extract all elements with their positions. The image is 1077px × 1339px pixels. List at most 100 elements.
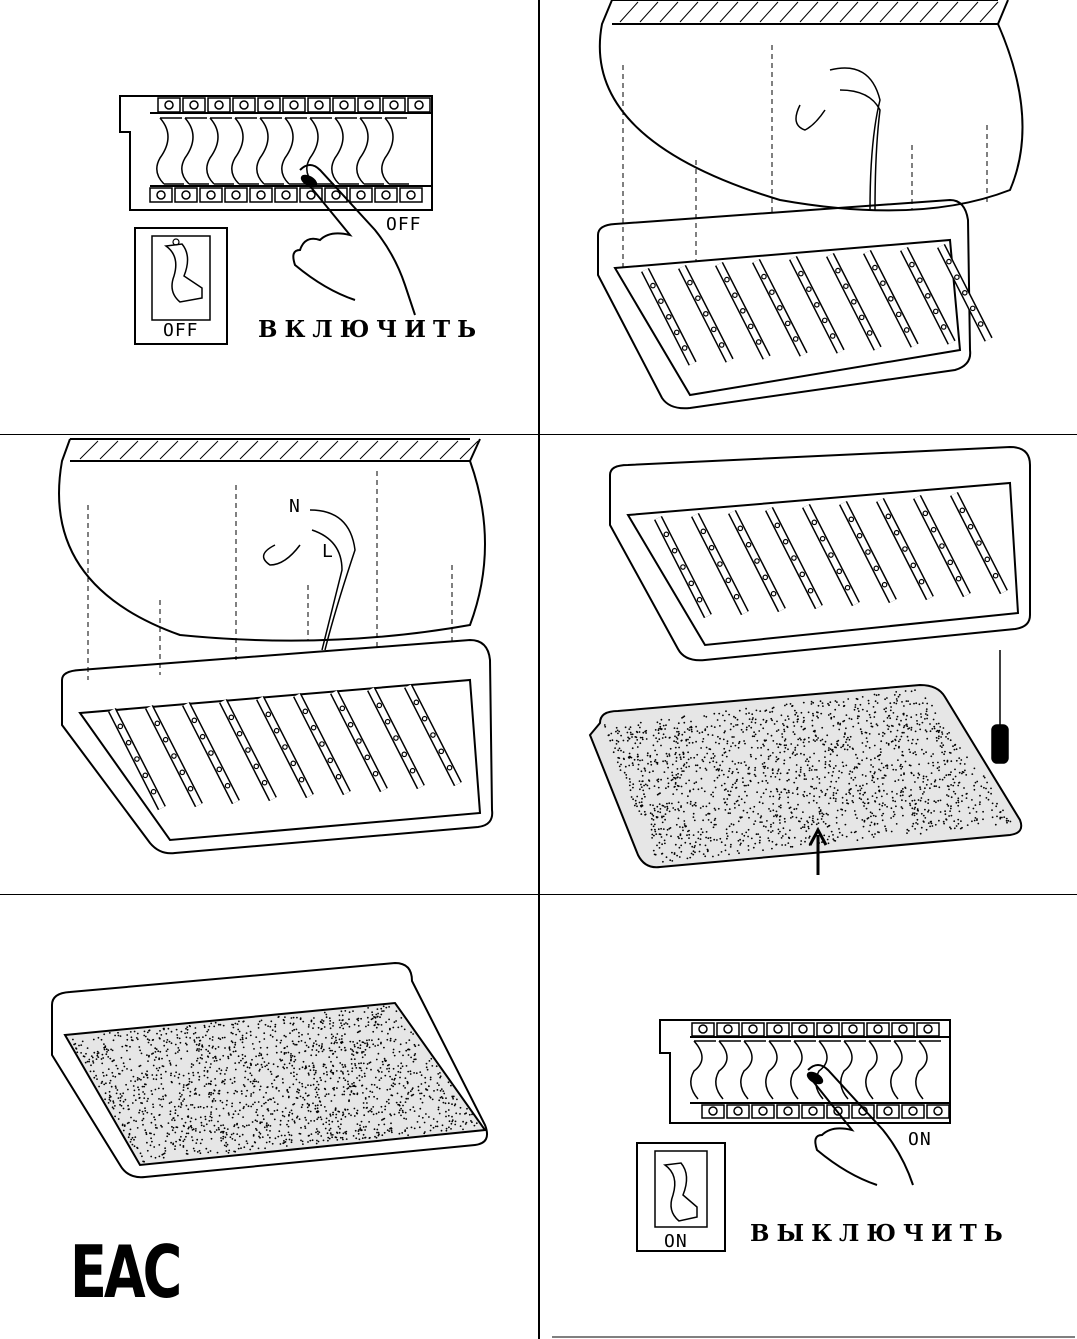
diffuser-texture-dot xyxy=(93,1076,96,1079)
diffuser-texture-dot xyxy=(302,1020,305,1023)
diffuser-texture-dot xyxy=(325,1013,328,1016)
diffuser-texture-dot xyxy=(146,1031,149,1034)
diffuser-texture-dot xyxy=(299,1133,302,1135)
diffuser-texture-dot xyxy=(919,832,922,835)
diffuser-texture-dot xyxy=(300,1040,303,1042)
diffuser-texture-dot xyxy=(448,1120,451,1123)
diffuser-texture-dot xyxy=(362,1102,365,1104)
diffuser-texture-dot xyxy=(644,813,647,816)
diffuser-texture-dot xyxy=(178,1138,181,1141)
diffuser-texture-dot xyxy=(710,725,713,727)
diffuser-texture-dot xyxy=(878,768,880,771)
diffuser-texture-dot xyxy=(829,760,831,762)
diffuser-texture-dot xyxy=(254,1141,257,1144)
diffuser-texture-dot xyxy=(144,1107,146,1110)
diffuser-texture-dot xyxy=(892,768,895,771)
diffuser-texture-dot xyxy=(329,1049,332,1052)
diffuser-texture-dot xyxy=(914,689,916,691)
diffuser-texture-dot xyxy=(832,750,834,753)
diffuser-texture-dot xyxy=(672,793,675,795)
led-chip xyxy=(828,552,834,558)
diffuser-texture-dot xyxy=(362,1106,365,1109)
diffuser-texture-dot xyxy=(784,747,787,749)
diffuser-texture-dot xyxy=(377,1044,379,1047)
diffuser-texture-dot xyxy=(241,1057,244,1060)
diffuser-texture-dot xyxy=(423,1094,426,1097)
diffuser-texture-dot xyxy=(909,703,911,705)
diffuser-texture-dot xyxy=(933,800,936,803)
diffuser-texture-dot xyxy=(639,742,642,745)
diffuser-texture-dot xyxy=(346,1023,349,1025)
diffuser-texture-dot xyxy=(90,1064,92,1067)
diffuser-texture-dot xyxy=(722,773,725,776)
diffuser-texture-dot xyxy=(258,1052,261,1055)
diffuser-texture-dot xyxy=(954,775,957,778)
diffuser-texture-dot xyxy=(651,817,653,820)
diffuser-texture-dot xyxy=(913,808,916,810)
diffuser-texture-dot xyxy=(153,1116,156,1119)
diffuser-texture-dot xyxy=(342,1077,345,1080)
breaker-switch xyxy=(381,117,409,185)
diffuser-texture-dot xyxy=(915,742,918,745)
diffuser-texture-dot xyxy=(922,752,925,755)
diffuser-texture-dot xyxy=(677,835,679,838)
diffuser-texture-dot xyxy=(879,748,882,750)
diffuser-texture-dot xyxy=(400,1107,402,1110)
diffuser-texture-dot xyxy=(222,1135,225,1138)
diffuser-texture-dot xyxy=(380,1042,382,1045)
diffuser-texture-dot xyxy=(249,1062,252,1065)
diffuser-texture-dot xyxy=(898,745,900,748)
diffuser-texture-dot xyxy=(931,728,934,730)
breaker-switch xyxy=(690,1040,716,1100)
diffuser-texture-dot xyxy=(827,702,829,705)
diffuser-texture-dot xyxy=(664,818,666,821)
diffuser-texture-dot xyxy=(251,1058,253,1061)
diffuser-texture-dot xyxy=(191,1139,194,1142)
diffuser-texture-dot xyxy=(147,1041,150,1044)
diffuser-texture-dot xyxy=(193,1039,196,1042)
diffuser-texture-dot xyxy=(175,1140,178,1143)
diffuser-texture-dot xyxy=(233,1046,236,1049)
diffuser-texture-dot xyxy=(840,771,843,774)
diffuser-texture-dot xyxy=(273,1118,276,1121)
diffuser-texture-dot xyxy=(365,1067,368,1070)
step-4-panel xyxy=(540,435,1077,894)
diffuser-texture-dot xyxy=(771,719,773,722)
diffuser-texture-dot xyxy=(159,1104,162,1106)
diffuser-texture-dot xyxy=(110,1048,112,1051)
diffuser-texture-dot xyxy=(270,1113,272,1115)
ceiling-hatch xyxy=(959,1,979,23)
diffuser-texture-dot xyxy=(1002,809,1004,812)
diffuser-texture-dot xyxy=(909,804,912,807)
diffuser-texture-dot xyxy=(667,766,669,769)
diffuser-texture-dot xyxy=(198,1044,200,1047)
diffuser-texture-dot xyxy=(749,753,752,756)
diffuser-texture-dot xyxy=(212,1045,214,1048)
diffuser-texture-dot xyxy=(224,1047,226,1049)
diffuser-texture-dot xyxy=(285,1145,288,1147)
diffuser-texture-dot xyxy=(340,1024,343,1027)
diffuser-texture-dot xyxy=(437,1106,440,1109)
terminal-screw xyxy=(381,190,391,200)
diffuser-texture-dot xyxy=(779,822,781,824)
diffuser-texture-dot xyxy=(234,1022,237,1025)
diffuser-texture-dot xyxy=(232,1113,235,1116)
diffuser-texture-dot xyxy=(914,751,916,753)
diffuser-texture-dot xyxy=(368,1046,371,1049)
diffuser-texture-dot xyxy=(919,799,922,802)
diffuser-texture-dot xyxy=(136,1032,139,1035)
diffuser-texture-dot xyxy=(342,1132,345,1135)
diffuser-texture-dot xyxy=(789,845,792,848)
diffuser-texture-dot xyxy=(844,732,846,734)
diffuser-texture-dot xyxy=(412,1060,415,1063)
diffuser-texture-dot xyxy=(378,1133,380,1136)
diffuser-texture-dot xyxy=(282,1095,284,1098)
diffuser-texture-dot xyxy=(1005,817,1008,820)
diffuser-texture-dot xyxy=(419,1107,422,1110)
diffuser-texture-dot xyxy=(108,1032,111,1034)
diffuser-texture-dot xyxy=(234,1041,237,1044)
diffuser-texture-dot xyxy=(902,726,905,729)
diffuser-texture-dot xyxy=(629,755,631,758)
diffuser-texture-dot xyxy=(88,1058,91,1061)
diffuser-texture-dot xyxy=(340,1048,343,1051)
